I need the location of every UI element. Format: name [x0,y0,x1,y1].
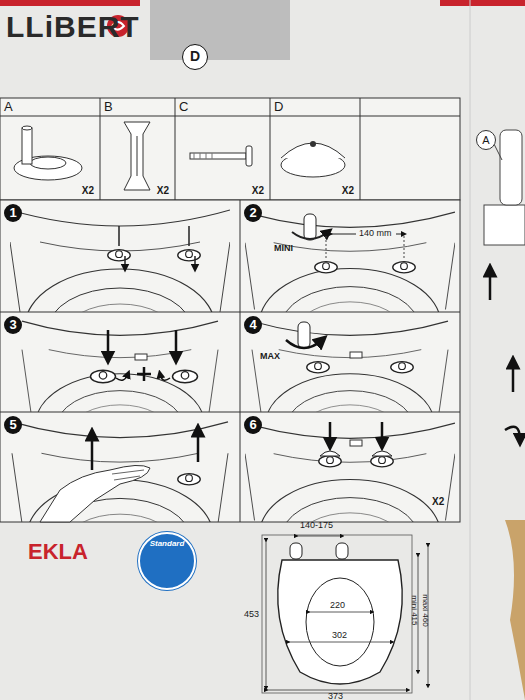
dimension: 220 [330,601,345,611]
step-panel: 1 [0,200,240,312]
node-text: D [274,100,283,114]
step-panel: 2MINI 140 mm [240,200,460,312]
node-text: C [179,100,188,114]
step-panel: 4MAX [240,312,460,412]
node-text: 5 [4,416,22,434]
dimension: 373 [328,692,343,700]
node-text: 4 [244,316,262,334]
dimension: mini 415 [409,595,418,625]
node-text: 6 [244,416,262,434]
node-text: B [104,100,113,114]
node-note: MAX [260,352,280,362]
dimension: 140-175 [300,521,333,531]
node-text: A [4,100,13,114]
node-note: X2 [432,496,444,507]
step-panel: 3 [0,312,240,412]
dimension: 302 [332,631,347,641]
node-note: 140 mm [358,229,393,239]
step-panel: 5 [0,412,240,522]
callout-circle: A [476,130,496,150]
part-callout-circle: D [182,44,208,70]
brand-logo: LLiBERT [6,10,140,43]
node-note: X2 [342,185,354,196]
part-cell: A X2 [0,98,100,200]
dimension: maxi 460 [420,594,429,626]
step-panel: 6X2D [240,412,460,522]
node-text: 1 [4,204,22,222]
dimension: 453 [244,610,259,620]
node-note: X2 [82,185,94,196]
part-cell: C X2 [175,98,270,200]
node-text: 3 [4,316,22,334]
node-text: 2 [244,204,262,222]
node-note: X2 [252,185,264,196]
part-cell: D X2 [270,98,360,200]
node-text: D [183,45,207,68]
part-cell: B X2 [100,98,175,200]
node-note: MINI [274,244,293,254]
node-text: A [477,131,495,149]
standard-badge: Standard [138,532,196,590]
model-name: EKLA [28,540,88,564]
node-text: Standard [140,540,194,549]
node-note: X2 [157,185,169,196]
